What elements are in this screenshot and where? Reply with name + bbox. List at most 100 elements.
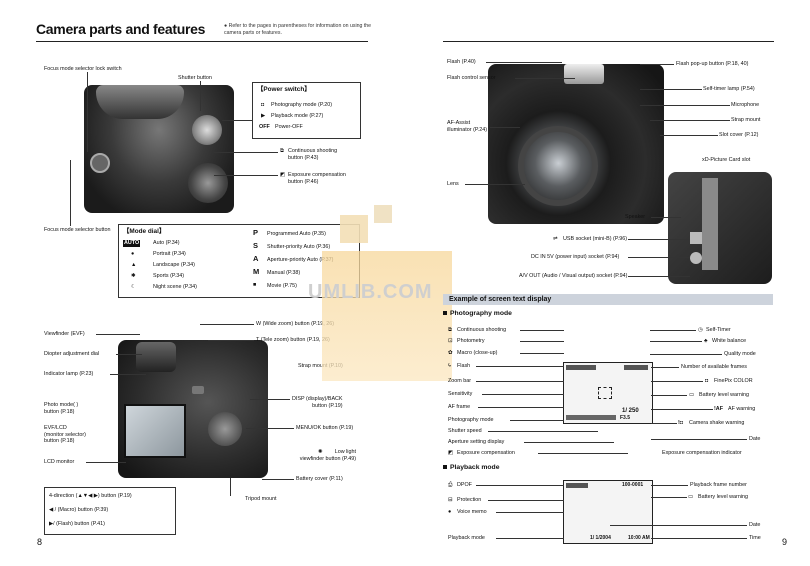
lens-photo [518, 126, 598, 206]
off-label: OFF [259, 124, 270, 130]
protection-icon: ⊟ [448, 497, 453, 503]
camera-side-view-photo [668, 172, 772, 284]
watermark-block [340, 215, 368, 243]
lcd-play-frame: 100-0001 [622, 482, 644, 488]
label-lcd-monitor: LCD monitor [44, 459, 75, 465]
leader-line [214, 152, 278, 153]
photo-left-label: Photography mode [448, 417, 494, 423]
leader-line [650, 330, 696, 331]
heading-text: Photography mode [450, 310, 512, 317]
landscape-icon: ▲ [131, 262, 137, 268]
label-photo-mode: Photo mode( ) button (P.18) [44, 402, 79, 415]
lcd-play-time: 10:00 AM [628, 535, 650, 541]
leader-line [520, 353, 564, 354]
continuous-icon: ⧉ [280, 148, 284, 154]
icon-strip [566, 365, 596, 370]
play-left-label: Voice memo [457, 509, 487, 515]
label-focus-lock: Focus mode selector lock switch [44, 66, 122, 72]
lcd-aperture: F3.5 [620, 415, 631, 421]
section-heading: Example of screen text display [443, 294, 773, 305]
finepix-icon: ◘ [705, 378, 709, 384]
watermark-book [322, 251, 452, 381]
flash-photo [564, 64, 604, 84]
power-item: Power-OFF [275, 124, 303, 130]
leader-line [650, 341, 702, 342]
shake-warning-icon: !◘ [678, 420, 684, 426]
label-flash-btn: ▶/ (Flash) button (P.41) [49, 521, 105, 527]
watermark-block [374, 205, 392, 223]
camera-top-view-photo [84, 85, 234, 213]
leader-line [208, 340, 254, 341]
leader-line [116, 354, 142, 355]
leader-line [651, 423, 677, 424]
label-flash-sensor: Flash control sensor [447, 75, 496, 81]
leader-line [640, 105, 730, 106]
photo-right-label: Exposure compensation indicator [662, 450, 742, 456]
play-right-label: Playback frame number [690, 482, 747, 488]
label-microphone: Microphone [731, 102, 760, 108]
top-rule-right [443, 41, 774, 42]
mode-item: Movie (P.75) [267, 283, 297, 289]
photometry-icon: ⊡ [448, 338, 453, 344]
mode-dial-heading: 【Mode dial】 [123, 228, 166, 235]
leader-line [520, 330, 564, 331]
leader-line [650, 120, 730, 121]
mode-item: Aperture-priority Auto (P.37) [267, 257, 334, 263]
label-continuous: Continuous shooting button (P.43) [288, 148, 338, 161]
leader-line [478, 407, 564, 408]
leader-line [610, 525, 747, 526]
label-strap-mount: Strap mount (P.10) [298, 363, 343, 369]
leader-line [262, 479, 294, 480]
direction-button-box: 4-direction (▲▼◀ ▶) button (P.19) ◀ / (M… [44, 487, 176, 535]
leader-line [496, 538, 564, 539]
leader-line [87, 72, 88, 152]
dc-socket-photo [690, 252, 702, 264]
battery-icon: ▭ [689, 392, 695, 398]
night-scene-icon: ☾ [131, 284, 136, 290]
voice-memo-icon: ● [448, 509, 452, 515]
label-disp: DISP (display)/BACK button (P.19) [292, 396, 343, 409]
leader-line [486, 62, 562, 63]
play-left-label: DPOF [457, 482, 472, 488]
sports-icon: ✱ [131, 273, 136, 279]
photography-screen: 1/ 250 F3.5 [563, 362, 653, 424]
card-slot-photo [702, 178, 718, 270]
lcd-monitor-photo [124, 404, 186, 458]
photo-right-label: Camera shake warning [689, 420, 745, 426]
reference-note: ● Refer to the pages in parentheses for … [224, 23, 372, 36]
playback-icon: ▶ [261, 113, 266, 119]
label-flash: Flash (P.40) [447, 59, 476, 65]
white-balance-icon: ♣ [704, 338, 708, 344]
photo-right-label: White balance [712, 338, 747, 344]
leader-line [214, 175, 278, 176]
power-item: Photography mode (P.20) [271, 102, 333, 108]
label-dc-in: DC IN 5V (power input) socket (P.94) [531, 254, 620, 260]
photo-right-label: Battery level warning [699, 392, 750, 398]
photography-mode-heading: Photography mode [443, 310, 512, 317]
viewfinder-photo [136, 342, 176, 372]
leader-line [488, 500, 564, 501]
label-battery-cover: Battery cover (P.11) [296, 476, 343, 482]
mode-item: Shutter-priority Auto (P.36) [267, 244, 331, 250]
photo-left-label: Exposure compensation [457, 450, 515, 456]
leader-line [246, 428, 294, 429]
leader-line [651, 367, 679, 368]
leader-line [476, 485, 564, 486]
photo-left-label: Shutter speed [448, 428, 482, 434]
leader-line [651, 395, 687, 396]
leader-line [70, 160, 71, 226]
label-low-light: Low light viewfinder button (P.49) [299, 449, 356, 462]
label-evf-lcd: EVF/LCD (monitor selector) button (P.18) [44, 425, 86, 445]
lcd-play-count: 1/ 1/2004 [590, 535, 611, 541]
play-right-label: Battery level warning [698, 494, 749, 500]
lens-barrel-top [96, 85, 184, 119]
power-switch-box: 【Power switch】 ◘ Photography mode (P.20)… [252, 82, 361, 139]
leader-line [250, 399, 290, 400]
mode-item: Manual (P.38) [267, 270, 301, 276]
play-left-label: Playback mode [448, 535, 485, 541]
focus-selector-photo [90, 153, 110, 173]
label-strap: Strap mount [731, 117, 761, 123]
leader-line [510, 420, 564, 421]
photo-right-label: Quality mode [724, 351, 756, 357]
playback-mode-heading: Playback mode [443, 464, 500, 471]
